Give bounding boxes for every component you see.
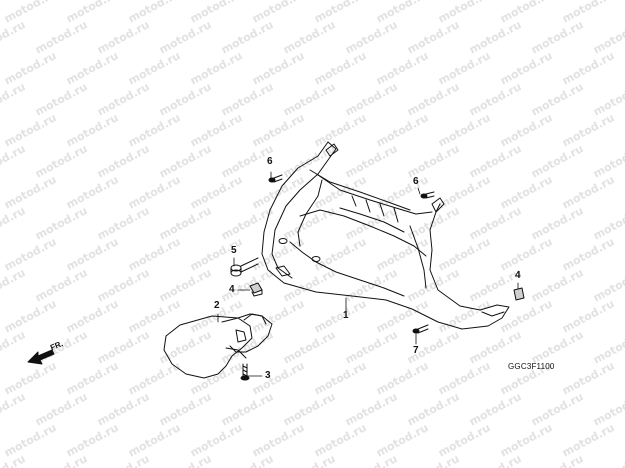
clip-nut-part-4-left: [249, 282, 263, 297]
diagram-code: GGC3F1100: [508, 362, 555, 371]
callout-part-4-right: 4: [515, 270, 521, 281]
bolt-part-6-right: [420, 191, 435, 199]
front-cover-part: [261, 141, 510, 330]
callout-part-5: 5: [231, 245, 237, 256]
clip-nut-part-4-right: [513, 287, 525, 301]
callout-part-2: 2: [214, 300, 220, 311]
callout-part-1: 1: [343, 310, 349, 321]
bolt-part-5: [230, 257, 259, 277]
screw-part-3: [240, 363, 250, 381]
leader-lines: [217, 171, 519, 377]
callout-part-3: 3: [265, 370, 271, 381]
callout-part-6-left: 6: [267, 156, 273, 167]
callout-part-4-left: 4: [229, 284, 235, 295]
callout-part-6-right: 6: [413, 176, 419, 187]
screw-part-7: [412, 324, 429, 334]
front-direction-arrow: [27, 349, 55, 365]
inner-panel-part: [163, 313, 273, 379]
bolt-part-6-left: [268, 174, 283, 183]
callout-part-7: 7: [413, 345, 419, 356]
